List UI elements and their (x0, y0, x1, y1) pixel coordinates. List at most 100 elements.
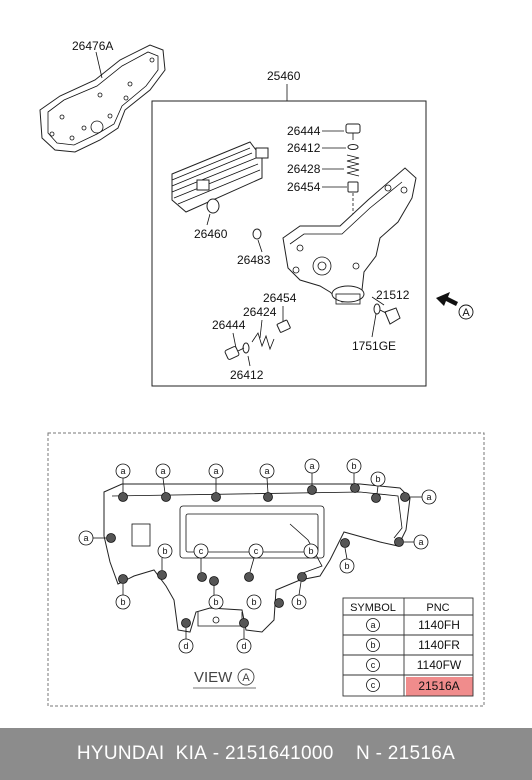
assembly-frame (151, 100, 427, 387)
marker-b-7-label: b (213, 597, 218, 607)
valve-26454-bottom (276, 319, 291, 333)
marker-b-9-label: b (296, 597, 301, 607)
plug-21512 (379, 307, 401, 325)
marker-a-1: a (115, 463, 131, 502)
table-row-4-symbol: c (371, 680, 376, 690)
marker-c-2: c (244, 543, 264, 582)
valve-26454-top (347, 181, 359, 193)
marker-b-8: b (246, 594, 262, 610)
marker-c-1-label: c (199, 546, 204, 556)
bolt-26444-top (345, 123, 361, 140)
marker-b-7: b (208, 576, 224, 610)
view-arrow: A (436, 292, 474, 320)
marker-c-2-label: c (254, 546, 259, 556)
marker-b-3-label: b (344, 561, 349, 571)
marker-a-7-label: a (418, 537, 423, 547)
oring-26412-bottom (242, 342, 250, 354)
marker-d-1: d (178, 618, 194, 654)
marker-b-5: b (157, 543, 173, 580)
marker-b-5-label: b (162, 546, 167, 556)
footer-part-number: 2151641000 (224, 743, 334, 764)
footer-brand: HYUNDAI KIA (76, 743, 208, 764)
label-26454-top: 26454 (287, 180, 321, 194)
table-row-2-pnc: 1140FR (418, 638, 460, 652)
marker-a-2: a (155, 463, 171, 502)
marker-b-6: b (115, 574, 131, 610)
marker-a-3: a (208, 463, 224, 502)
label-26428-top: 26428 (287, 162, 321, 176)
label-26444-bottom: 26444 (212, 318, 246, 332)
marker-a-5-label: a (309, 461, 314, 471)
marker-b-3: b (339, 538, 355, 574)
marker-a-7: a (394, 534, 429, 550)
marker-a-5: a (304, 458, 320, 495)
label-26424: 26424 (243, 305, 277, 319)
marker-b-10 (274, 598, 284, 608)
footer-part-code: N - 21516A (355, 743, 456, 764)
table-row-3: c 1140FW (366, 658, 462, 672)
footer-bar: HYUNDAI KIA - 2151641000 N - 21516A (0, 728, 532, 780)
marker-b-2: b (370, 471, 386, 503)
table-row-3-pnc: 1140FW (417, 658, 462, 672)
label-1751ge: 1751GE (352, 339, 396, 353)
label-26483: 26483 (237, 253, 271, 267)
marker-a-6-label: a (426, 492, 431, 502)
gasket-26476a (39, 44, 166, 153)
marker-a-8-label: a (83, 533, 88, 543)
oring-26460 (206, 198, 220, 214)
table-header-symbol: SYMBOL (350, 602, 396, 614)
oil-filter-housing (282, 167, 417, 305)
view-a-caption: VIEW A (193, 668, 256, 689)
table-row-4: c 21516A (366, 678, 460, 693)
marker-d-2: d (236, 618, 252, 654)
label-26476a: 26476A (72, 39, 113, 53)
spring-26424-bottom (251, 332, 275, 351)
marker-b-1-label: b (351, 461, 356, 471)
highlight-cell (406, 677, 473, 696)
marker-a-2-label: a (160, 466, 165, 476)
symbol-pnc-table: SYMBOL PNC a 1140FH b 1140FR c 1140FW c 2151… (342, 597, 474, 697)
table-header-pnc: PNC (426, 602, 449, 614)
table-row-1-symbol: a (370, 620, 375, 630)
view-a-frame (47, 432, 485, 707)
oring-26412-top (347, 144, 359, 150)
gasket-1751ge (373, 303, 381, 315)
exploded-parts-diagram: 26476A 25460 26444 26412 26428 26454 264… (39, 39, 485, 707)
oring-26483 (252, 228, 262, 240)
marker-b-1: b (346, 458, 362, 493)
view-letter: A (242, 672, 250, 684)
marker-b-2-label: b (375, 474, 380, 484)
label-26444-top: 26444 (287, 124, 321, 138)
oil-cooler (171, 141, 269, 213)
marker-a-3-label: a (213, 466, 218, 476)
table-row-3-symbol: c (371, 660, 376, 670)
marker-d-1-label: d (183, 641, 188, 651)
leader-26476a (95, 51, 103, 79)
footer-gap (334, 743, 356, 765)
label-25460: 25460 (267, 69, 301, 83)
spring-26428-top (346, 154, 360, 177)
marker-c-1: c (193, 543, 209, 582)
marker-a-8: a (78, 530, 116, 546)
marker-a-6: a (400, 489, 437, 505)
view-arrow-letter: A (462, 307, 470, 319)
marker-b-4: b (303, 543, 319, 559)
marker-b-8-label: b (251, 597, 256, 607)
label-26412-top: 26412 (287, 141, 321, 155)
label-26454-bottom: 26454 (263, 291, 297, 305)
table-row-2: b 1140FR (366, 638, 460, 652)
bolt-markers: a a a a a b b a a a b b b c c b b b b d … (78, 458, 437, 654)
marker-a-4: a (259, 463, 275, 502)
view-word: VIEW (194, 669, 233, 686)
table-row-1-pnc: 1140FH (418, 618, 460, 632)
marker-b-6-label: b (120, 597, 125, 607)
footer-separator: - (207, 743, 225, 764)
table-row-4-pnc: 21516A (418, 679, 459, 693)
table-row-2-symbol: b (370, 640, 375, 650)
marker-a-1-label: a (120, 466, 125, 476)
bolt-26444-bottom (224, 346, 245, 360)
label-26460: 26460 (194, 227, 228, 241)
table-row-1: a 1140FH (366, 618, 460, 632)
marker-b-9: b (291, 572, 307, 610)
label-26412-bottom: 26412 (230, 368, 264, 382)
